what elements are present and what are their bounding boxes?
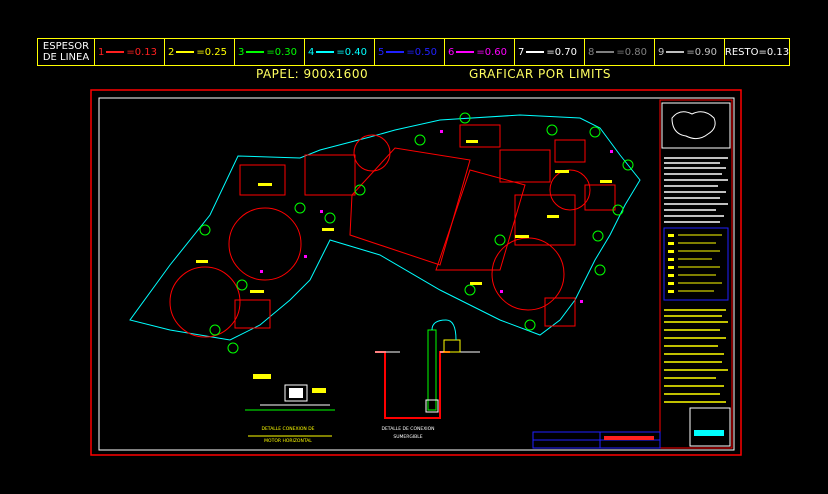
- outer-frame: [90, 89, 742, 456]
- legend-entry: 6=0.60: [445, 39, 515, 65]
- legend-entry: 8=0.80: [585, 39, 655, 65]
- detail-right-title-1: DETALLE DE CONEXION: [381, 426, 434, 432]
- legend-entry: 4=0.40: [305, 39, 375, 65]
- legend-entry: 5=0.50: [375, 39, 445, 65]
- site-boundary: [129, 114, 641, 341]
- detail-right-title-2: SUMERGIBLE: [393, 434, 422, 440]
- legend-entry: 2=0.25: [165, 39, 235, 65]
- paper-size-label: PAPEL: 900x1600: [256, 67, 369, 81]
- legend-header: ESPESOR DE LINEA: [38, 39, 95, 65]
- inner-frame: [98, 97, 735, 451]
- legend-entry: 7=0.70: [515, 39, 585, 65]
- detail-left-title-2: MOTOR HORIZONTAL: [264, 438, 312, 444]
- legend-entry: 3=0.30: [235, 39, 305, 65]
- legend-entry: 1=0.13: [95, 39, 165, 65]
- plot-mode-label: GRAFICAR POR LIMITS: [469, 67, 611, 81]
- legend-rest: RESTO=0.13: [724, 46, 790, 58]
- detail-left-title-1: DETALLE CONEXION DE: [261, 426, 314, 432]
- title-block: [532, 99, 733, 449]
- detail-sumergible: [375, 319, 480, 419]
- legend-entry: 9=0.90: [655, 39, 725, 65]
- buildings: [234, 124, 616, 329]
- detail-motor-horizontal: [245, 374, 335, 437]
- trees: [199, 112, 634, 354]
- annotations: [196, 140, 612, 293]
- points: [260, 130, 613, 303]
- line-weight-legend: ESPESOR DE LINEA 1=0.13 2=0.25 3=0.30 4=…: [37, 38, 790, 66]
